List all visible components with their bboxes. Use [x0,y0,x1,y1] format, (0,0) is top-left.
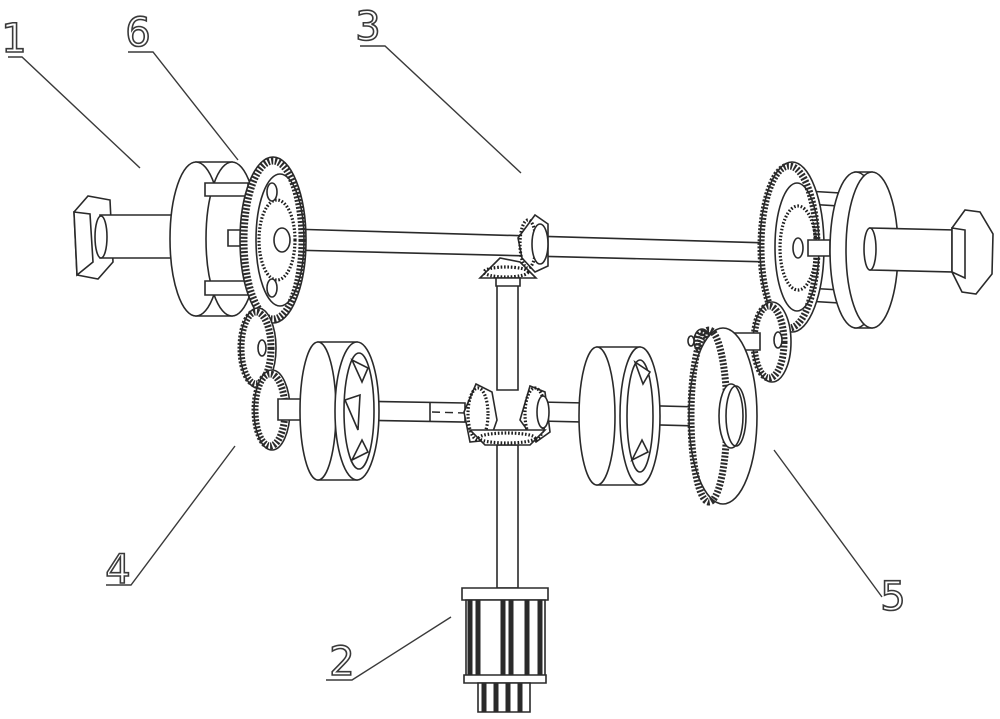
callout-label: 2 [329,639,354,685]
left-idler-gears [237,307,291,451]
right-roller [578,346,661,486]
callout-label: 6 [125,10,150,56]
callout-label: 3 [355,4,380,50]
callout-1: 1 [0,15,141,169]
left-end-assembly [73,161,259,317]
right-end-assembly [757,161,994,333]
callout-5: 5 [773,449,907,621]
vertical-shaft [496,279,519,589]
callout-3: 3 [354,3,522,174]
leader-line [773,449,883,598]
brush-head [461,587,549,713]
leader-line [360,45,522,174]
upper-bevel-gears [478,213,549,287]
leader-line [326,616,452,681]
callout-label: 4 [105,547,130,593]
callout-layer: 1 6 3 4 5 2 [0,3,907,686]
lower-bevel-gears [463,382,551,446]
callout-2: 2 [326,616,452,686]
leader-line [128,51,239,161]
callout-label: 5 [880,574,905,620]
callout-label: 1 [1,16,26,62]
leader-line [106,445,236,586]
callout-4: 4 [104,445,236,594]
left-planetary-gear [239,156,307,324]
large-driven-gear [687,326,758,506]
leader-line [8,56,141,169]
left-roller [299,341,380,481]
callout-6: 6 [124,9,239,161]
